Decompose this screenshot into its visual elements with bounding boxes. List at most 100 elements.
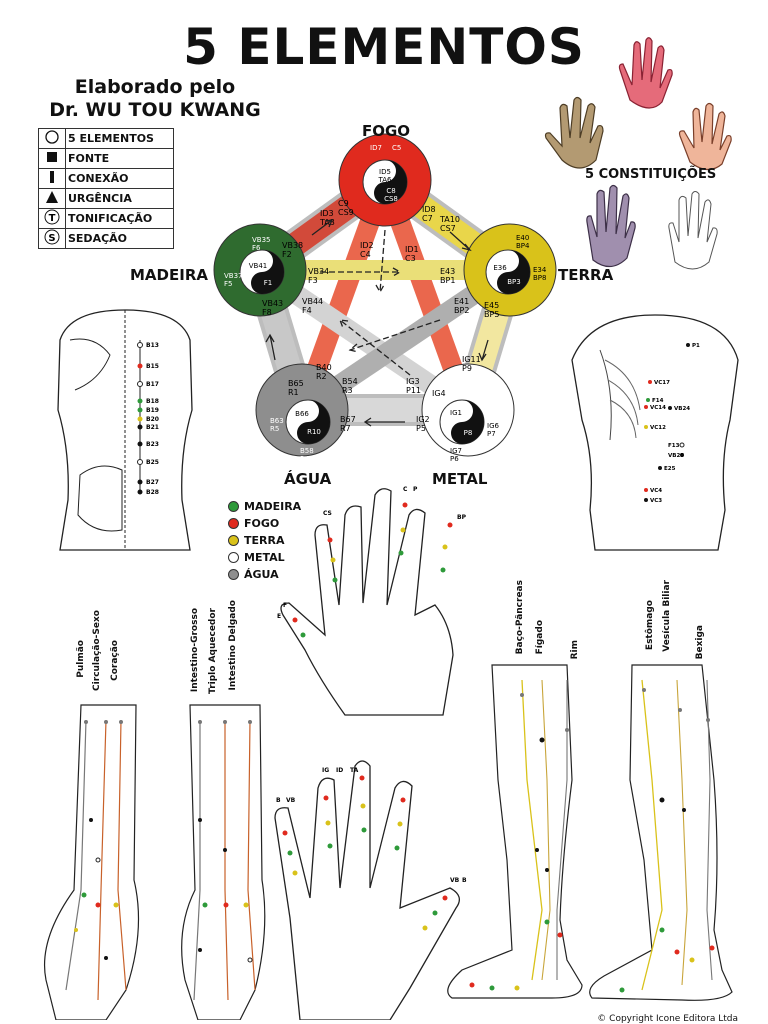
svg-text:ID1: ID1 — [405, 245, 419, 254]
svg-text:R7: R7 — [340, 424, 351, 433]
meridian-label: Circulação-Sexo — [92, 610, 102, 691]
cycle-arrows — [265, 219, 489, 427]
svg-text:TA10: TA10 — [439, 215, 460, 224]
svg-text:C9: C9 — [338, 199, 349, 208]
svg-text:CS9: CS9 — [338, 208, 354, 217]
back-hand-labels: B VB IG ID TA VB B — [276, 767, 467, 884]
outer-leg — [589, 664, 733, 1001]
hand-tan-icon — [544, 96, 604, 169]
meridian-label: Pulmão — [76, 640, 86, 678]
agua-dot-icon — [228, 569, 239, 580]
svg-text:VC3: VC3 — [650, 498, 662, 504]
page-title: 5 ELEMENTOS — [183, 18, 585, 76]
circle-icon — [45, 130, 59, 144]
svg-text:VB34: VB34 — [308, 267, 329, 276]
meridian-label: Intestino-Grosso — [190, 608, 200, 693]
svg-text:F: F — [283, 602, 287, 609]
front-points — [644, 343, 690, 502]
svg-text:C8: C8 — [386, 187, 395, 195]
svg-text:CS: CS — [323, 510, 332, 517]
meridian-label: Baço-Pâncreas — [515, 580, 525, 655]
svg-text:VB44: VB44 — [302, 297, 323, 306]
svg-text:IG11: IG11 — [462, 355, 481, 364]
svg-text:BP1: BP1 — [440, 276, 455, 285]
constituicoes-label: 5 CONSTITUIÇÕES — [585, 167, 717, 182]
legend-label: SEDAÇÃO — [65, 228, 174, 249]
svg-text:T: T — [49, 213, 56, 224]
legend-row: TERRA — [228, 532, 301, 549]
svg-text:F2: F2 — [282, 250, 292, 259]
back-point-labels: B13 B15 B17 B18 B19 B20 B21 B23 B25 B27 … — [146, 342, 159, 496]
svg-text:VB35: VB35 — [252, 236, 271, 244]
metal-dot-icon — [228, 552, 239, 563]
legend-label: FONTE — [65, 148, 174, 169]
front-torso: P1 VC17 F14 VC14 VB24 VC12 F13 VB25 E25 … — [571, 314, 739, 551]
svg-text:C3: C3 — [405, 254, 416, 263]
svg-text:BP5: BP5 — [484, 310, 499, 319]
svg-text:ID7: ID7 — [370, 144, 382, 152]
meridian-label: Coração — [110, 640, 120, 681]
back-hand-dots — [282, 775, 448, 931]
forearm-dots — [74, 720, 123, 960]
svg-text:VC17: VC17 — [654, 380, 670, 386]
svg-text:B25: B25 — [146, 459, 159, 466]
inner-leg-dots — [469, 693, 569, 991]
madeira-dot-icon — [228, 501, 239, 512]
svg-text:VB: VB — [286, 797, 296, 804]
svg-text:R5: R5 — [270, 425, 279, 433]
svg-text:E40: E40 — [516, 234, 529, 242]
svg-text:B66: B66 — [295, 410, 309, 418]
constitution-hands — [544, 37, 732, 270]
meridian-label: Estômago — [645, 600, 655, 651]
back-points — [137, 340, 143, 495]
svg-text:P1: P1 — [692, 343, 700, 349]
svg-text:CS7: CS7 — [440, 224, 456, 233]
hand-outline-icon — [668, 191, 718, 270]
svg-text:F1: F1 — [264, 279, 272, 287]
bar-icon — [50, 171, 54, 183]
back-hand: B VB IG ID TA VB B — [274, 760, 467, 1020]
svg-text:R10: R10 — [307, 428, 321, 436]
svg-text:E: E — [277, 613, 281, 620]
label-madeira: MADEIRA — [130, 266, 208, 284]
svg-text:ID2: ID2 — [360, 241, 374, 250]
svg-text:B67: B67 — [340, 415, 356, 424]
svg-text:E41: E41 — [454, 297, 469, 306]
svg-text:ID: ID — [336, 767, 343, 774]
svg-text:F14: F14 — [652, 398, 664, 404]
svg-text:R3: R3 — [342, 386, 353, 395]
svg-text:BP3: BP3 — [507, 278, 520, 286]
svg-text:B58: B58 — [300, 447, 314, 455]
svg-text:TA3: TA3 — [319, 218, 335, 227]
svg-text:P: P — [413, 486, 418, 493]
legend-label: METAL — [244, 551, 285, 564]
svg-text:ID5: ID5 — [379, 168, 391, 176]
svg-text:VB37: VB37 — [224, 272, 243, 280]
svg-text:TA: TA — [350, 767, 359, 774]
svg-text:ID3: ID3 — [320, 209, 334, 218]
path-labels: ID8 C7 TA10 CS7 E45 BP5 IG11 P9 IG2 P5 B… — [262, 199, 499, 433]
svg-text:VC14: VC14 — [650, 405, 666, 411]
svg-text:VC4: VC4 — [650, 488, 662, 494]
svg-text:VB: VB — [450, 877, 460, 884]
svg-text:P7: P7 — [487, 430, 496, 438]
svg-text:S: S — [48, 233, 55, 244]
meridian-label: Fígado — [535, 620, 545, 655]
legend-row: FOGO — [228, 515, 301, 532]
svg-text:C: C — [403, 486, 408, 493]
color-legend: MADEIRA FOGO TERRA METAL ÁGUA — [228, 498, 301, 583]
s-circle-icon: S — [44, 229, 60, 245]
terra-dot-icon — [228, 535, 239, 546]
svg-text:B23: B23 — [146, 441, 159, 448]
legend-label: URGÊNCIA — [65, 188, 174, 209]
svg-text:B65: B65 — [288, 379, 304, 388]
legend-label: CONEXÃO — [65, 168, 174, 189]
legend-row: METAL — [228, 549, 301, 566]
legend-label: MADEIRA — [244, 500, 302, 513]
outer-forearm — [181, 704, 266, 1020]
svg-text:P11: P11 — [406, 386, 421, 395]
svg-text:B40: B40 — [316, 363, 332, 372]
t-circle-icon: T — [44, 209, 60, 225]
palm-finger-labels: CS C P BP F E — [277, 486, 467, 620]
svg-text:E43: E43 — [440, 267, 455, 276]
